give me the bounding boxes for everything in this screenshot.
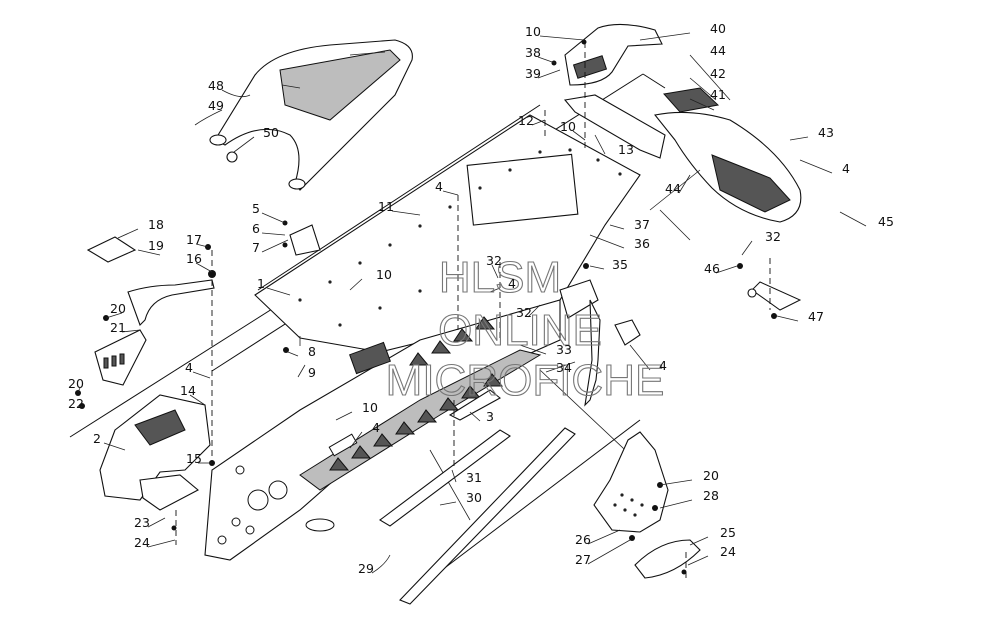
callout-3: 3 <box>486 409 494 424</box>
assembly-lines <box>175 42 771 580</box>
callout-29: 29 <box>358 561 374 576</box>
left-brackets <box>86 224 321 386</box>
callout-19: 19 <box>148 238 164 253</box>
bracket-40 <box>564 23 663 86</box>
callout-15: 15 <box>186 451 202 466</box>
callout-35: 35 <box>612 257 628 272</box>
callout-50: 50 <box>263 125 279 140</box>
callout-20: 20 <box>110 301 126 316</box>
tunnel-side-panel <box>204 299 561 561</box>
callout-10: 10 <box>376 267 392 282</box>
callout-41: 41 <box>710 87 726 102</box>
watermark-line-2: ONLINE <box>438 306 602 355</box>
callout-6: 6 <box>252 221 260 236</box>
watermark: HLSM ONLINE MICROFICHE <box>385 252 665 405</box>
footrest-brackets <box>559 279 701 579</box>
callout-48: 48 <box>208 78 224 93</box>
callout-30: 30 <box>466 490 482 505</box>
rear-bumper-plate <box>563 94 666 159</box>
callout-40: 40 <box>710 21 726 36</box>
callout-4: 4 <box>435 179 443 194</box>
callout-20: 20 <box>703 468 719 483</box>
callout-45: 45 <box>878 214 894 229</box>
callout-38: 38 <box>525 45 541 60</box>
callout-42: 42 <box>710 66 726 81</box>
callout-26: 26 <box>575 532 591 547</box>
callout-4: 4 <box>842 161 850 176</box>
callout-10: 10 <box>362 400 378 415</box>
taillight-housing <box>649 87 802 241</box>
callout-4: 4 <box>185 360 193 375</box>
callout-47: 47 <box>808 309 824 324</box>
callout-7: 7 <box>252 240 260 255</box>
callout-33: 33 <box>556 342 572 357</box>
watermark-line-1: HLSM <box>439 253 561 302</box>
callout-23: 23 <box>134 515 150 530</box>
callout-9: 9 <box>308 365 316 380</box>
callout-12: 12 <box>518 113 534 128</box>
callout-43: 43 <box>818 125 834 140</box>
rear-grab-bar <box>738 29 962 311</box>
callout-24: 24 <box>134 535 150 550</box>
callout-32: 32 <box>486 253 502 268</box>
callout-11: 11 <box>378 199 394 214</box>
callout-27: 27 <box>575 552 591 567</box>
callout-8: 8 <box>308 344 316 359</box>
callout-32: 32 <box>765 229 781 244</box>
callout-36: 36 <box>634 236 650 251</box>
callout-31: 31 <box>466 470 482 485</box>
callout-46: 46 <box>704 261 720 276</box>
callout-4: 4 <box>372 420 380 435</box>
rail-pieces <box>379 389 576 605</box>
callout-32: 32 <box>516 305 532 320</box>
watermark-line-3: MICROFICHE <box>386 356 665 405</box>
callout-25: 25 <box>720 525 736 540</box>
callout-37: 37 <box>634 217 650 232</box>
callout-16: 16 <box>186 251 202 266</box>
callout-22: 22 <box>68 396 84 411</box>
callout-28: 28 <box>703 488 719 503</box>
front-bracket <box>99 394 211 511</box>
callout-1: 1 <box>257 276 265 291</box>
callout-44: 44 <box>710 43 726 58</box>
callout-44: 44 <box>665 181 681 196</box>
callout-4: 4 <box>659 358 667 373</box>
callout-5: 5 <box>252 201 260 216</box>
callout-4: 4 <box>508 276 516 291</box>
callout-24: 24 <box>720 544 736 559</box>
callout-10: 10 <box>525 24 541 39</box>
callout-2: 2 <box>93 431 101 446</box>
tunnel-deck <box>254 114 641 360</box>
callout-20: 20 <box>68 376 84 391</box>
callout-18: 18 <box>148 217 164 232</box>
seat-assembly <box>209 39 413 191</box>
callout-17: 17 <box>186 232 202 247</box>
callout-13: 13 <box>618 142 634 157</box>
callout-14: 14 <box>180 383 196 398</box>
callout-10: 10 <box>560 119 576 134</box>
callout-39: 39 <box>525 66 541 81</box>
hardware-fasteners <box>75 39 777 575</box>
leader-lines <box>77 32 867 574</box>
callout-21: 21 <box>110 320 126 335</box>
callout-49: 49 <box>208 98 224 113</box>
callout-34: 34 <box>556 360 572 375</box>
